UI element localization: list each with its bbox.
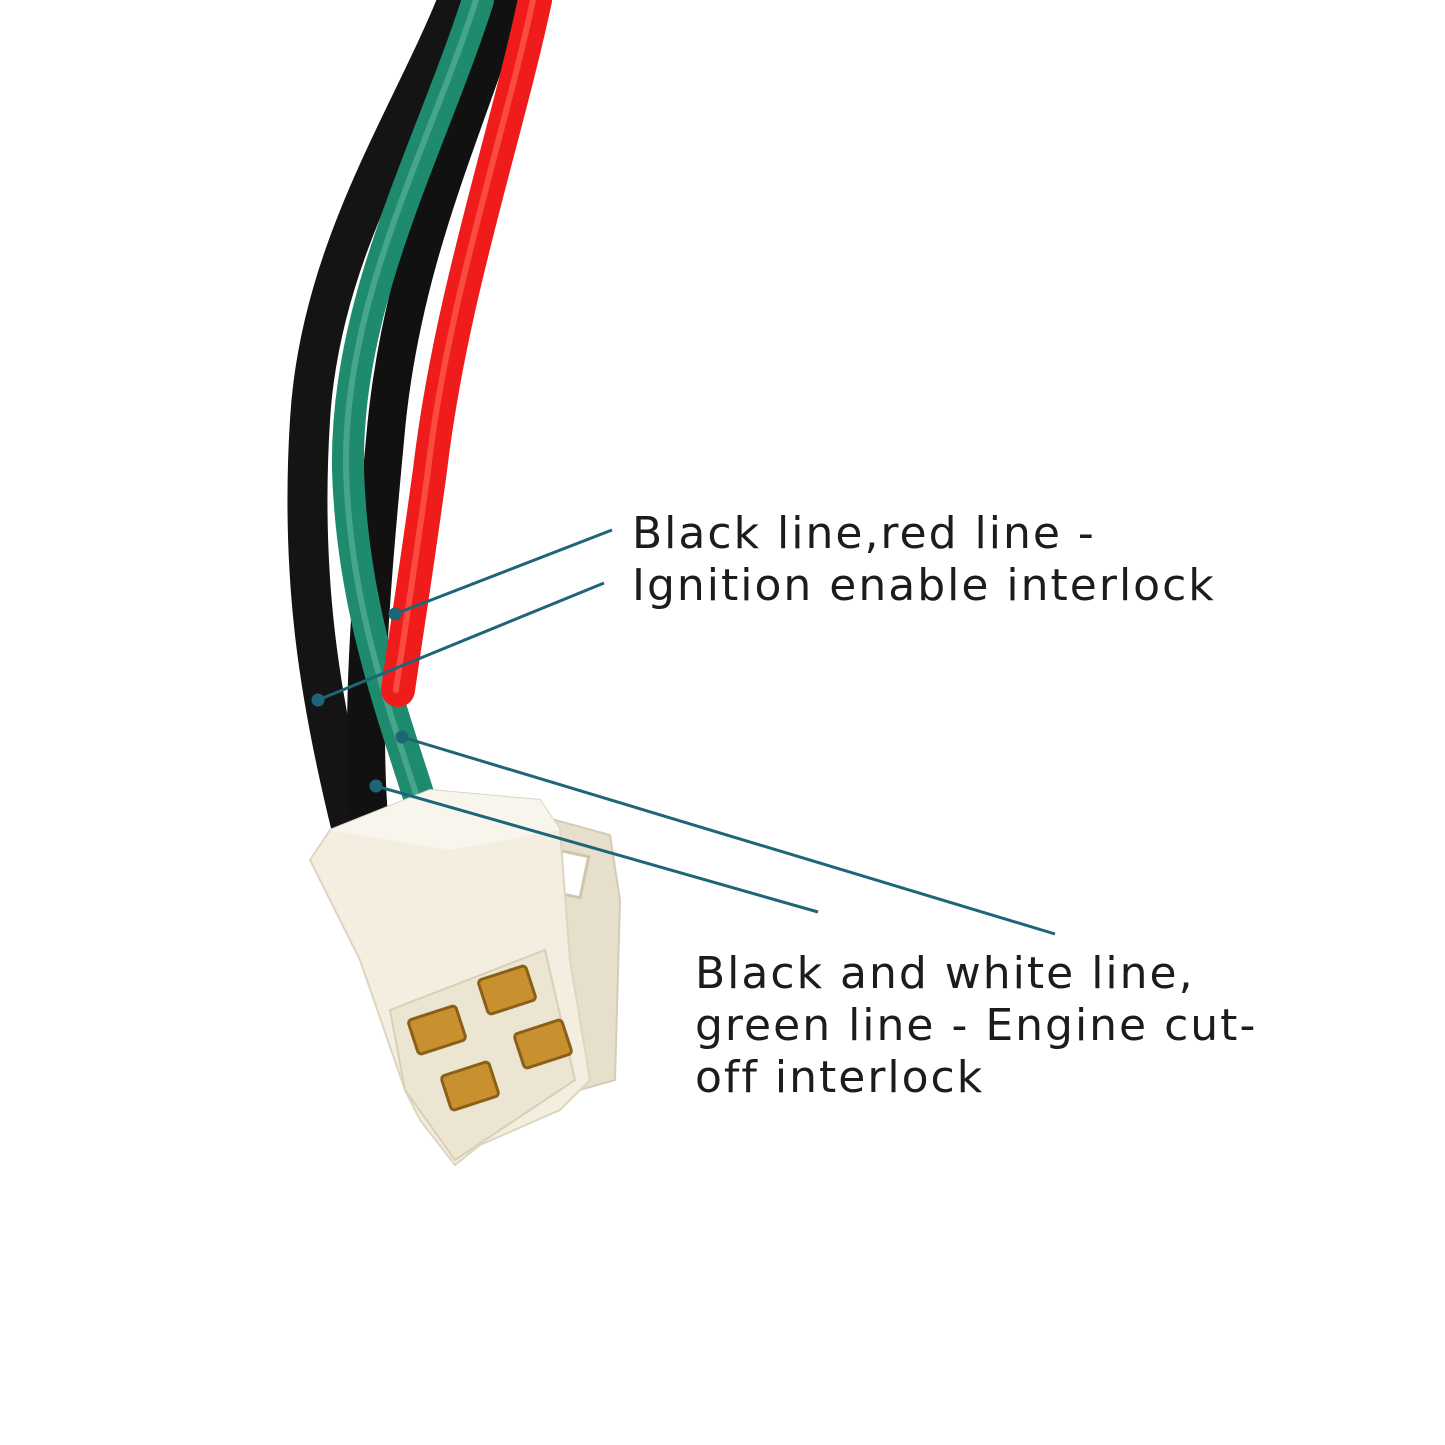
leader-dot-black-white-wire: [369, 779, 383, 793]
brass-terminals: [407, 964, 573, 1112]
terminal-pin-3: [440, 1060, 500, 1112]
leader-dot-green-wire: [395, 730, 409, 744]
callout-text-line: Black line,red line -: [632, 508, 1096, 559]
four-pin-connector: [308, 788, 622, 1167]
leader-line-black-white-wire: [375, 784, 819, 914]
callout-text-line: off interlock: [695, 1052, 985, 1103]
wire-bundle: [287, 0, 552, 850]
wire-red-highlight: [393, 0, 536, 693]
terminal-pin-2: [477, 964, 537, 1016]
callout-text-line: Black and white line,: [695, 948, 1195, 999]
leader-line-black-wire: [317, 581, 605, 702]
callout-text-line: green line - Engine cut-: [695, 1000, 1258, 1051]
leader-line-green-wire: [401, 735, 1056, 936]
wire-black-outer: [287, 0, 478, 850]
terminal-pin-1: [407, 1004, 467, 1056]
ignition-interlock-callout: Black line,red line - Ignition enable in…: [632, 508, 1216, 612]
leader-dot-black-wire: [311, 693, 325, 707]
leader-line-red-wire: [394, 528, 613, 616]
leader-dot-red-wire: [388, 607, 402, 621]
wire-black-white: [346, 0, 524, 849]
callout-leader-lines: [311, 528, 1056, 936]
connector-top-face: [330, 790, 560, 850]
callout-text-line: Ignition enable interlock: [632, 560, 1216, 611]
engine-cutoff-callout: Black and white line, green line - Engin…: [695, 948, 1257, 1104]
terminal-pin-4: [513, 1018, 573, 1070]
